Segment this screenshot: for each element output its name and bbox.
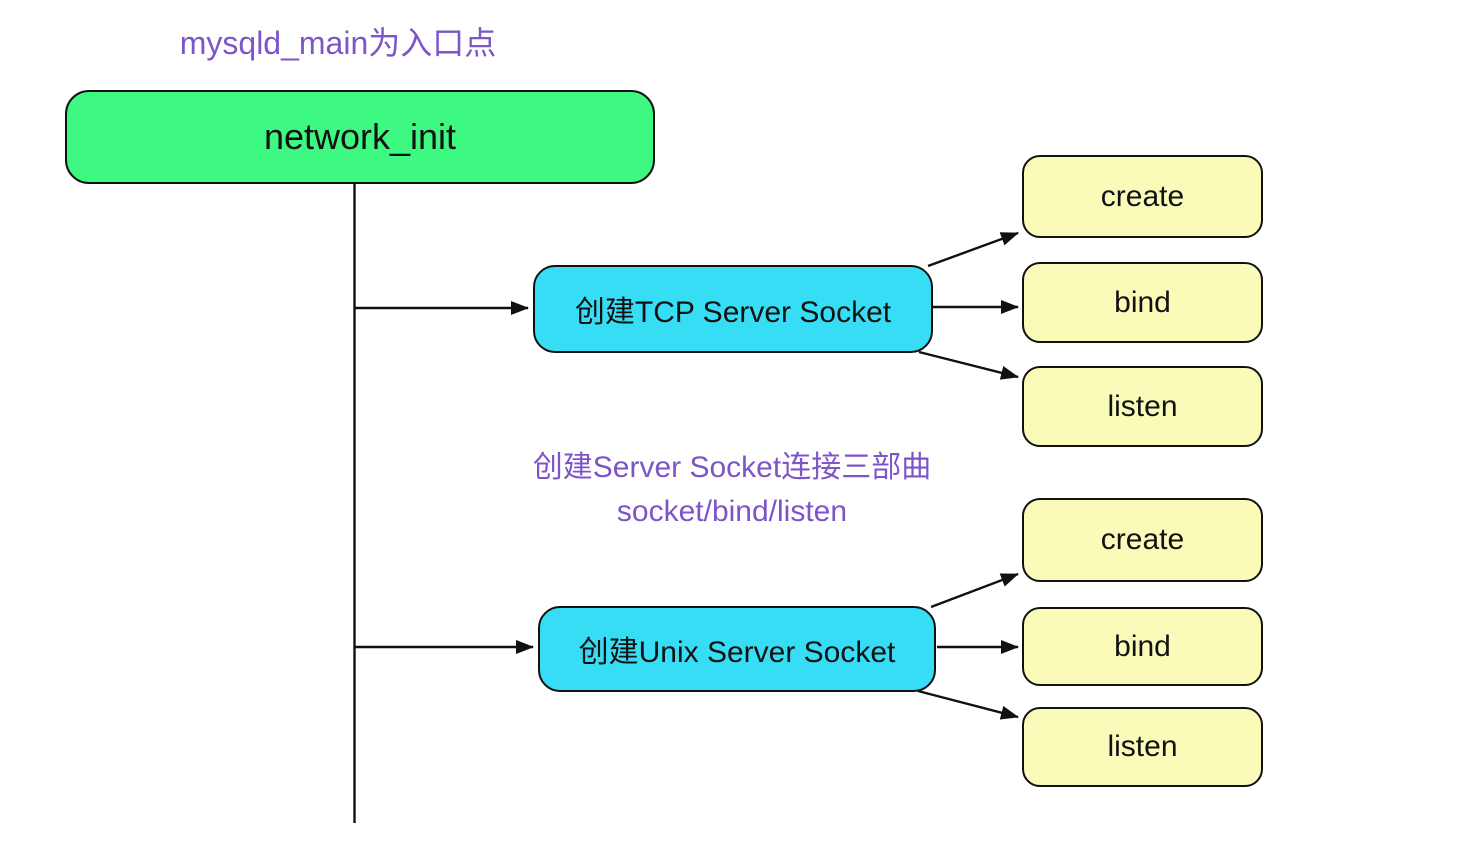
node-tcp-listen: listen (1022, 366, 1263, 447)
node-network-init: network_init (65, 90, 655, 184)
annotation-three-steps-line1: 创建Server Socket连接三部曲 (532, 451, 932, 484)
annotation-entry-point: mysqld_main为入口点 (179, 25, 497, 61)
annotation-three-steps: 创建Server Socket连接三部曲 socket/bind/listen (512, 446, 952, 534)
edge-tcp-to-create (927, 231, 1019, 268)
node-unix-bind: bind (1022, 607, 1263, 686)
edge-unix-to-listen (917, 689, 1019, 720)
edge-tcp-to-listen (918, 350, 1019, 380)
node-tcp-server-socket: 创建TCP Server Socket (533, 265, 933, 353)
node-tcp-bind: bind (1022, 262, 1263, 343)
annotation-three-steps-line2: socket/bind/listen (616, 495, 848, 528)
edge-unix-to-create (930, 572, 1019, 609)
node-unix-listen: listen (1022, 707, 1263, 787)
node-tcp-create: create (1022, 155, 1263, 238)
node-unix-server-socket: 创建Unix Server Socket (538, 606, 936, 692)
node-unix-create: create (1022, 498, 1263, 582)
